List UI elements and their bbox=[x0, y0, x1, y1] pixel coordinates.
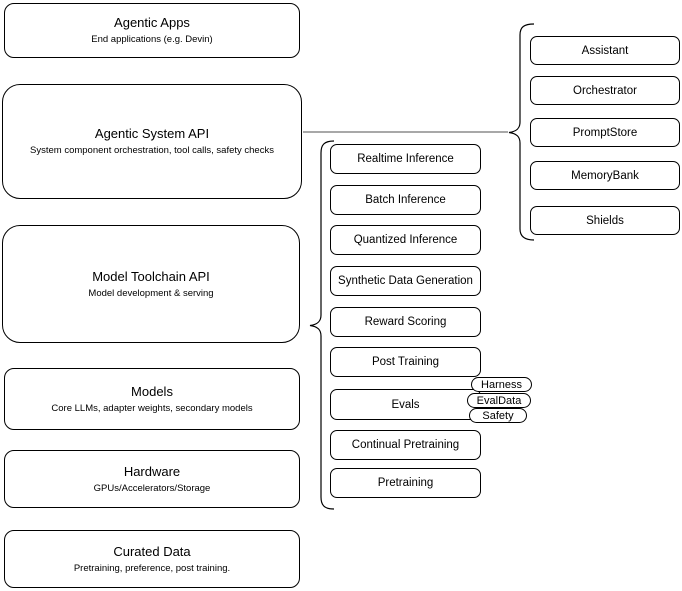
toolchain-item-realtime-inference[interactable]: Realtime Inference bbox=[330, 144, 481, 174]
node-models[interactable]: Models Core LLMs, adapter weights, secon… bbox=[4, 368, 300, 430]
evals-tag-label: Safety bbox=[482, 409, 514, 422]
node-title: Models bbox=[131, 383, 173, 399]
node-title: Agentic Apps bbox=[114, 15, 190, 30]
component-label: Assistant bbox=[581, 44, 629, 57]
toolchain-item-label: Continual Pretraining bbox=[351, 439, 460, 451]
component-orchestrator[interactable]: Orchestrator bbox=[530, 76, 680, 105]
node-subtitle: Pretraining, preference, post training. bbox=[73, 562, 231, 574]
evals-tag-safety[interactable]: Safety bbox=[469, 408, 527, 423]
toolchain-item-label: Pretraining bbox=[377, 477, 434, 489]
toolchain-item-continual-pretraining[interactable]: Continual Pretraining bbox=[330, 430, 481, 460]
node-subtitle: End applications (e.g. Devin) bbox=[91, 34, 213, 45]
node-curated-data[interactable]: Curated Data Pretraining, preference, po… bbox=[4, 530, 300, 588]
toolchain-item-reward-scoring[interactable]: Reward Scoring bbox=[330, 307, 481, 337]
component-assistant[interactable]: Assistant bbox=[530, 36, 680, 65]
components-bracket bbox=[508, 23, 535, 241]
toolchain-item-pretraining[interactable]: Pretraining bbox=[330, 468, 481, 498]
toolchain-item-label: Reward Scoring bbox=[364, 316, 447, 328]
toolchain-item-label: Batch Inference bbox=[365, 194, 446, 206]
toolchain-item-label: Synthetic Data Generation bbox=[338, 275, 473, 287]
component-label: PromptStore bbox=[572, 126, 638, 139]
evals-tag-label: EvalData bbox=[476, 394, 522, 407]
evals-tag-evaldata[interactable]: EvalData bbox=[467, 393, 531, 408]
component-label: Shields bbox=[586, 214, 624, 227]
node-subtitle: Model development & serving bbox=[88, 287, 214, 299]
node-agentic-system-api[interactable]: Agentic System API System component orch… bbox=[2, 84, 302, 199]
toolchain-item-evals[interactable]: Evals bbox=[330, 389, 481, 420]
toolchain-item-quantized-inference[interactable]: Quantized Inference bbox=[330, 225, 481, 255]
node-subtitle: Core LLMs, adapter weights, secondary mo… bbox=[51, 402, 253, 414]
evals-tag-label: Harness bbox=[481, 378, 522, 391]
node-model-toolchain-api[interactable]: Model Toolchain API Model development & … bbox=[2, 225, 300, 343]
toolchain-item-label: Evals bbox=[391, 398, 420, 411]
node-subtitle: GPUs/Accelerators/Storage bbox=[93, 482, 211, 494]
toolchain-item-label: Quantized Inference bbox=[353, 234, 458, 246]
toolchain-item-synthetic-data-generation[interactable]: Synthetic Data Generation bbox=[330, 266, 481, 296]
toolchain-item-label: Post Training bbox=[371, 356, 440, 368]
node-agentic-apps[interactable]: Agentic Apps End applications (e.g. Devi… bbox=[4, 3, 300, 58]
node-title: Hardware bbox=[123, 463, 181, 479]
toolchain-item-post-training[interactable]: Post Training bbox=[330, 347, 481, 377]
evals-tag-harness[interactable]: Harness bbox=[471, 377, 532, 392]
node-title: Curated Data bbox=[113, 543, 191, 559]
node-hardware[interactable]: Hardware GPUs/Accelerators/Storage bbox=[4, 450, 300, 508]
node-subtitle: System component orchestration, tool cal… bbox=[30, 145, 274, 156]
node-title: Model Toolchain API bbox=[92, 268, 210, 284]
component-promptstore[interactable]: PromptStore bbox=[530, 118, 680, 147]
component-label: Orchestrator bbox=[573, 84, 637, 97]
component-memorybank[interactable]: MemoryBank bbox=[530, 161, 680, 190]
toolchain-bracket bbox=[309, 140, 335, 510]
node-title: Agentic System API bbox=[94, 126, 210, 141]
component-shields[interactable]: Shields bbox=[530, 206, 680, 235]
component-label: MemoryBank bbox=[571, 169, 639, 182]
toolchain-item-label: Realtime Inference bbox=[357, 153, 454, 165]
toolchain-item-batch-inference[interactable]: Batch Inference bbox=[330, 185, 481, 215]
